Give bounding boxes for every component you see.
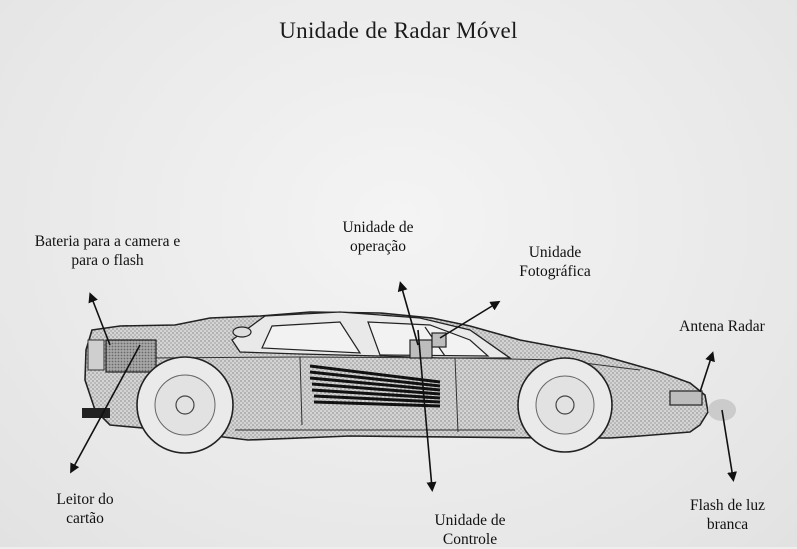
battery-box	[105, 339, 157, 373]
rear-window	[367, 321, 490, 357]
label-operacao: Unidade de operação	[342, 219, 414, 255]
arrow-antena	[699, 351, 715, 393]
door-line	[299, 356, 459, 433]
label-antena: Antena Radar	[679, 318, 765, 335]
arrow-controle	[417, 329, 437, 492]
arrow-bateria	[88, 292, 111, 346]
label-bateria: Bateria para a camera e para o flash	[34, 233, 181, 269]
label-fotografica: Unidade Fotográfica	[519, 244, 591, 280]
front-wheel	[517, 357, 613, 453]
arrow-flash	[721, 409, 737, 482]
arrow-leitor	[70, 344, 141, 474]
card-reader	[82, 408, 110, 418]
label-flash: Flash de luz branca	[690, 497, 765, 533]
arrow-operacao	[397, 281, 419, 346]
radar-antenna-box	[669, 390, 703, 406]
arrow-fotografica	[439, 300, 501, 339]
side-window	[261, 321, 362, 354]
mirror	[232, 326, 252, 338]
rear-wheel	[136, 356, 234, 454]
side-vents	[309, 364, 441, 408]
diagram-title: Unidade de Radar Móvel	[279, 18, 518, 43]
tail-block	[87, 339, 105, 371]
label-leitor: Leitor do cartão	[56, 491, 114, 527]
label-controle: Unidade de Controle	[434, 512, 506, 548]
callout-arrows	[70, 281, 737, 492]
